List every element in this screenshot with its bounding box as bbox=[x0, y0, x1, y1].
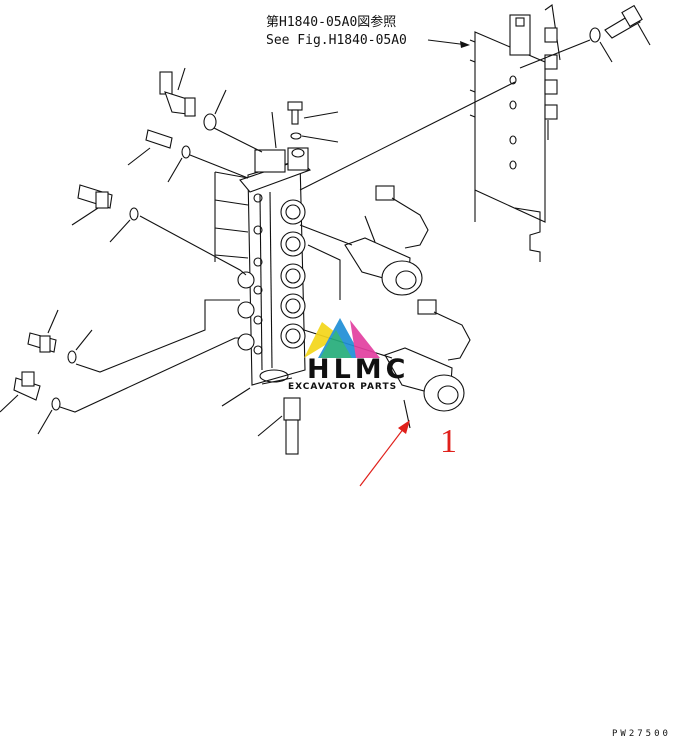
valve-ports bbox=[237, 193, 306, 355]
fitting-left-1 bbox=[127, 129, 173, 166]
reference-arrow bbox=[460, 41, 470, 48]
bolt-top-right bbox=[604, 4, 651, 46]
bolt-top-center bbox=[287, 101, 339, 125]
solenoid-lower bbox=[303, 299, 471, 429]
o-ring-left-2 bbox=[109, 207, 247, 276]
block-leader bbox=[271, 111, 277, 149]
watermark-title: HLMC bbox=[307, 354, 409, 385]
reference-note-jp: 第H1840-05A0図参照 bbox=[266, 14, 396, 30]
callout-number: 1 bbox=[440, 423, 457, 460]
callout-arrow bbox=[398, 420, 410, 434]
guide-line-port bbox=[307, 244, 341, 300]
watermark-subtitle: EXCAVATOR PARTS bbox=[288, 382, 397, 392]
fitting-left-2 bbox=[71, 184, 113, 226]
washer-top-right bbox=[589, 27, 613, 63]
watermark-logo bbox=[304, 318, 380, 358]
o-ring-small bbox=[290, 132, 339, 143]
elbow-fitting-top bbox=[159, 67, 196, 117]
o-ring-top bbox=[203, 89, 263, 153]
reference-note-en: See Fig.H1840-05A0 bbox=[266, 33, 407, 48]
o-ring-left-3 bbox=[67, 299, 240, 373]
bolt-guide-line bbox=[519, 39, 591, 69]
o-ring-left-1 bbox=[167, 145, 249, 183]
callout-leader bbox=[359, 427, 405, 487]
guide-line-bracket bbox=[299, 81, 516, 191]
fitting-left-3 bbox=[27, 309, 59, 353]
fitting-bottom bbox=[221, 369, 301, 455]
drawing-code: PW27500 bbox=[612, 729, 671, 738]
o-ring-left-4 bbox=[37, 337, 240, 435]
mounting-bracket bbox=[469, 4, 561, 262]
fitting-left-4 bbox=[0, 371, 41, 413]
solenoid-upper bbox=[299, 185, 429, 296]
